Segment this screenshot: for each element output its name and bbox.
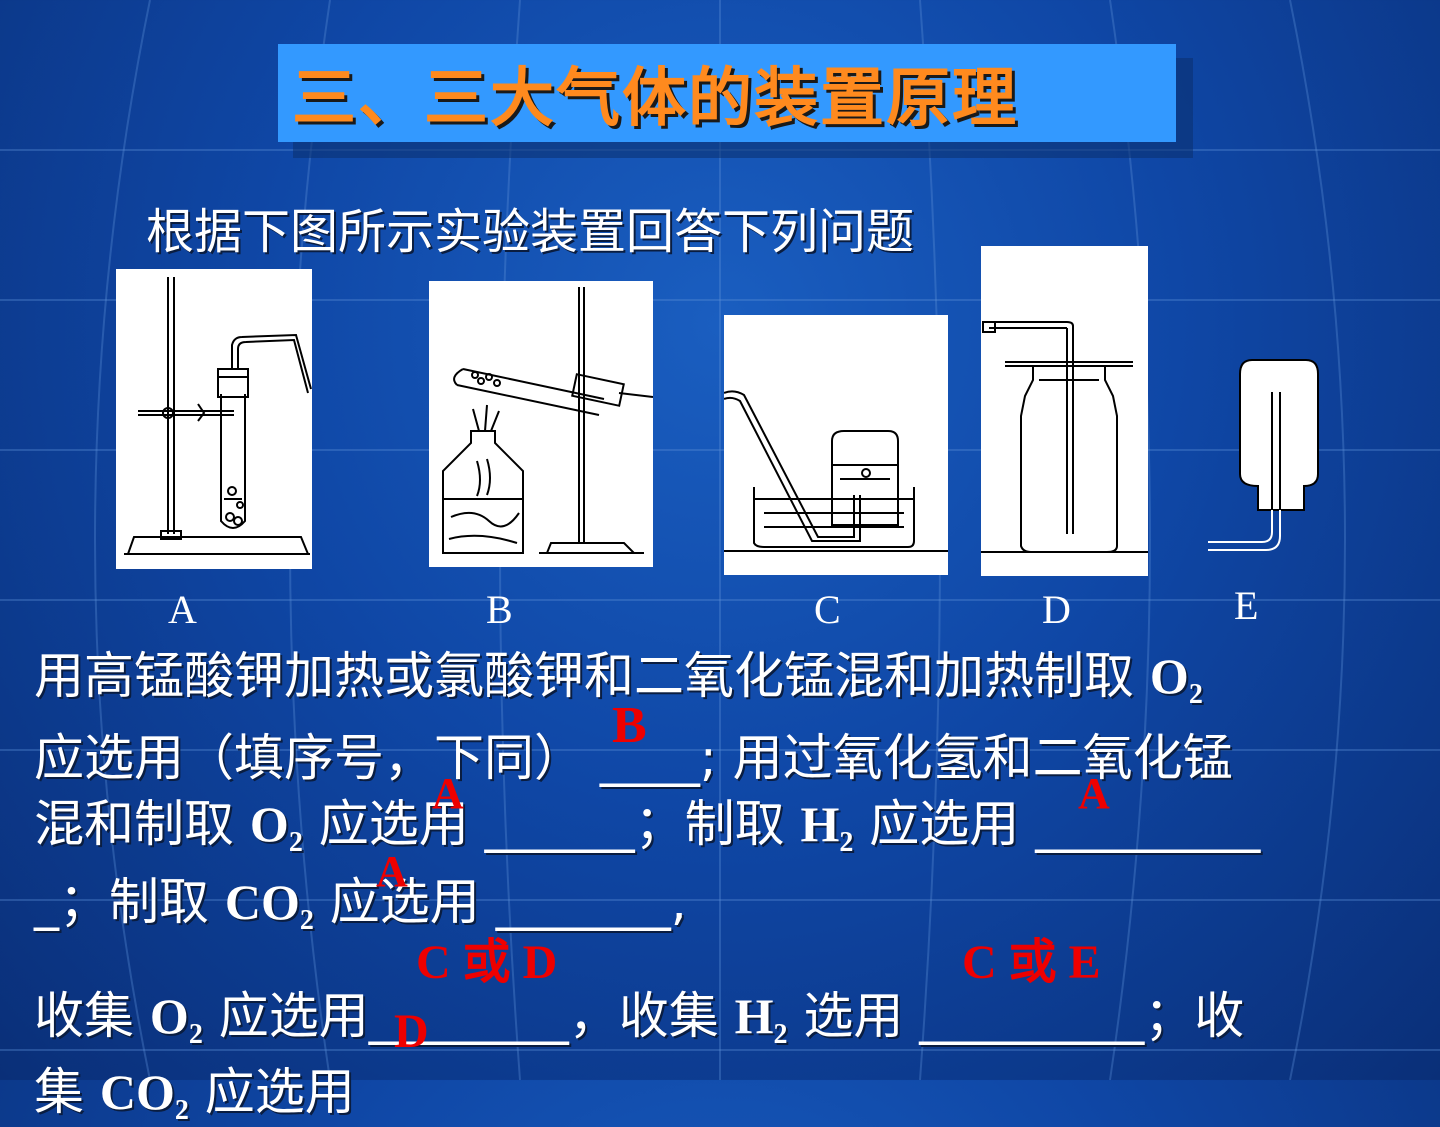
apparatus-a-image <box>116 269 312 569</box>
answer-o2-collect: C 或 D <box>416 936 558 989</box>
question-line-6: 集 CO2 应选用 <box>34 1063 355 1126</box>
label-a: A <box>168 587 197 632</box>
answer-h2-collect: C 或 E <box>962 936 1101 989</box>
title-box: 三、三大气体的装置原理 <box>278 44 1176 142</box>
answer-o2-peroxide: A <box>432 769 464 818</box>
answer-co2-collect: D <box>394 1005 429 1058</box>
apparatus-d-image <box>981 246 1148 576</box>
subtitle: 根据下图所示实验装置回答下列问题 <box>146 204 915 260</box>
answer-h2: A <box>1078 769 1110 818</box>
question-line-5: 收集 O2 应选用________，收集 H2 选用 _________；收 <box>34 987 1245 1050</box>
label-d: D <box>1042 587 1071 632</box>
apparatus-c-image <box>724 315 948 575</box>
question-line-1: 用高锰酸钾加热或氯酸钾和二氧化锰混和加热制取 O2 <box>34 647 1203 710</box>
apparatus-e-image <box>1208 359 1319 551</box>
label-e: E <box>1234 583 1259 628</box>
label-b: B <box>486 587 513 632</box>
question-line-4: _；制取 CO2 应选用 _______, <box>34 873 687 936</box>
background-grid <box>0 0 1440 1080</box>
answer-o2-heating: B <box>612 697 647 754</box>
page-title: 三、三大气体的装置原理 <box>292 62 1018 136</box>
label-c: C <box>814 587 841 632</box>
question-line-3: 混和制取 O2 应选用 ______；制取 H2 应选用 _________ <box>34 795 1261 858</box>
question-line-2: 应选用（填序号，下同） ____; 用过氧化氢和二氧化锰 <box>34 729 1233 787</box>
apparatus-b-image <box>429 281 653 567</box>
answer-co2: A <box>376 847 408 896</box>
